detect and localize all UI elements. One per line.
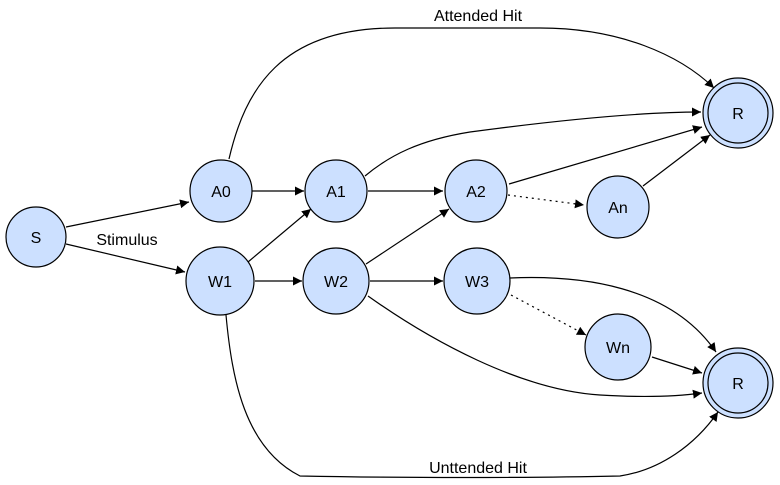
- node-wn[interactable]: Wn: [584, 313, 652, 381]
- edge-a0-r-top: [228, 27, 715, 160]
- node-an-label: An: [608, 200, 628, 217]
- node-a1-label: A1: [326, 184, 346, 201]
- node-r-bottom[interactable]: R: [702, 347, 774, 419]
- node-a0-label: A0: [211, 184, 231, 201]
- node-w1[interactable]: W1: [185, 246, 255, 316]
- edges: [65, 27, 719, 479]
- node-w2-label: W2: [324, 274, 348, 291]
- node-a0[interactable]: A0: [189, 159, 253, 223]
- node-r-top[interactable]: R: [702, 77, 774, 149]
- edge-a1-r-top: [364, 107, 702, 177]
- edge-w3-wn: [510, 294, 587, 336]
- edge-a2-r-top: [508, 125, 703, 185]
- node-r-bottom-label: R: [732, 376, 744, 393]
- node-w3-label: W3: [465, 274, 489, 291]
- node-an[interactable]: An: [586, 175, 650, 239]
- edge-w2-r-bottom: [367, 295, 703, 399]
- node-s-label: S: [31, 230, 42, 247]
- node-a1[interactable]: A1: [304, 159, 368, 223]
- stimulus-label: Stimulus: [96, 232, 157, 249]
- edge-s-a0: [65, 199, 190, 228]
- node-w2[interactable]: W2: [302, 247, 370, 315]
- edge-wn-r-bottom: [651, 356, 703, 375]
- node-wn-label: Wn: [606, 340, 630, 357]
- node-s[interactable]: S: [5, 206, 67, 268]
- unattended-hit-label: Unttended Hit: [429, 460, 527, 477]
- edge-w1-a1: [247, 208, 312, 263]
- node-a2[interactable]: A2: [444, 159, 508, 223]
- node-w1-label: W1: [208, 274, 232, 291]
- node-w3[interactable]: W3: [443, 247, 511, 315]
- node-r-top-label: R: [732, 106, 744, 123]
- attended-hit-label: Attended Hit: [434, 8, 523, 25]
- node-a2-label: A2: [466, 184, 486, 201]
- edge-w3-r-bottom: [509, 276, 717, 353]
- edge-an-r-top: [642, 134, 711, 187]
- edge-a2-an: [507, 194, 585, 209]
- edge-labels: Attended Hit Stimulus Unttended Hit: [96, 8, 527, 477]
- edge-w1-r-bottom: [225, 314, 719, 479]
- edge-w2-a2: [365, 208, 450, 265]
- edge-s-w1: [65, 243, 186, 275]
